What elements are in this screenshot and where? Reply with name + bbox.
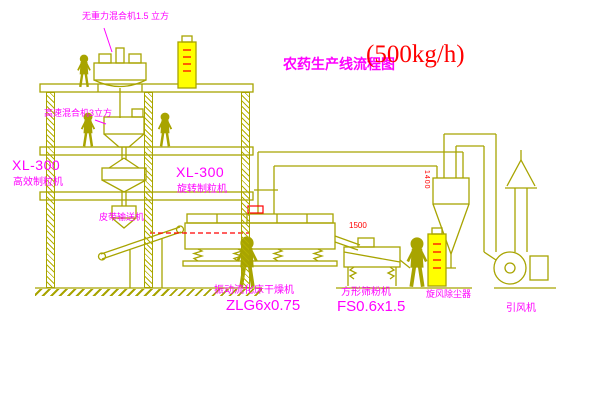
worker-top-platform [76,54,92,89]
dimension-sieve-length: 1500 [349,221,367,230]
worker-ground-right [405,236,429,289]
worker-floor2-right [157,112,173,148]
diagram-title: 农药生产线流程图 [283,56,395,72]
label-granulator-left-name: 高效制粒机 [13,177,63,188]
dimension-duct-size: 1400 [423,170,430,190]
induced-draft-fan [483,251,549,285]
building-column-left [46,92,55,288]
label-sieve-model: FS0.6x1.5 [337,298,406,315]
label-high-speed-mixer: 高速混合机3立方 [44,108,113,118]
discharge-hopper [111,205,137,229]
ground-hatch [35,289,262,296]
cabinet-top-red-text-marks [183,49,191,72]
belt-conveyor [97,225,185,288]
label-granulator-mid-model: XL-300 [176,164,225,180]
olive-art [35,35,556,289]
rotary-granulator [101,157,147,206]
label-leaders [94,27,113,125]
leader-top-mixer [103,27,113,53]
label-top-mixer: 无重力混合机1.5 立方 [82,11,170,21]
label-belt-conveyor: 皮带输送机 [99,212,145,222]
label-fluid-bed-name: 振动流化床干燥机 [214,285,294,296]
exhaust-duct [254,151,463,214]
label-granulator-left-model: XL-300 [12,157,61,173]
cabinet-ground-red-text-marks [433,243,441,269]
label-fluid-bed-model: ZLG6x0.75 [226,297,301,314]
fluid-bed-dryer [182,213,361,267]
label-fan-name: 引风机 [506,303,536,314]
paddle-mixer [93,47,147,118]
diagram-capacity: (500kg/h) [366,41,465,68]
label-granulator-mid-name: 旋转制粒机 [177,184,227,195]
red-marks [150,49,441,269]
building-column-right [241,92,250,288]
cyclone-separator [432,133,497,269]
building-column-middle [144,92,153,288]
exhaust-stack [505,150,537,252]
label-sieve-name: 方形筛粉机 [341,287,391,298]
square-sieve [343,237,411,286]
control-cabinet-ground [427,227,447,287]
label-cyclone-name: 旋风除尘器 [426,289,472,299]
control-cabinet-top [177,35,197,89]
vibration-motor [247,205,264,214]
leader-high-speed-mixer [94,119,107,125]
